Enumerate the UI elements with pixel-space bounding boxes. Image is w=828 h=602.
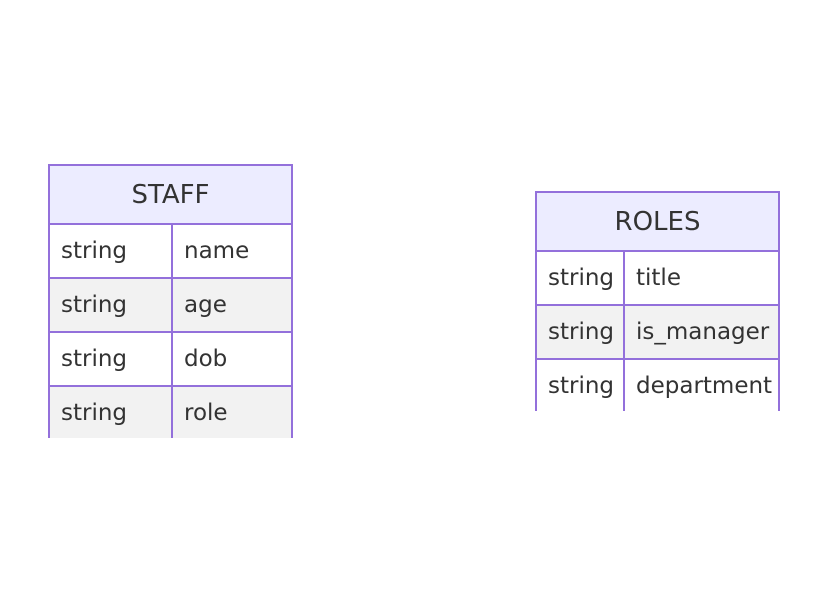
roles-attribute-row: string department (537, 360, 778, 411)
entity-roles-title: ROLES (537, 193, 778, 252)
roles-attribute-row: string title (537, 252, 778, 306)
attribute-type: string (537, 360, 625, 411)
attribute-name: is_manager (636, 319, 770, 345)
staff-attribute-row: string age (50, 279, 291, 333)
attribute-name: dob (184, 346, 228, 372)
entity-staff: STAFF string name string age string dob … (48, 164, 293, 438)
attribute-name: title (636, 265, 681, 291)
attribute-name: role (184, 399, 228, 426)
attribute-name: department (636, 372, 773, 399)
attribute-type: string (50, 279, 173, 331)
attribute-name: age (184, 292, 227, 318)
attribute-type: string (50, 387, 173, 438)
entity-staff-title: STAFF (50, 166, 291, 225)
attribute-type: string (537, 252, 625, 304)
attribute-type: string (50, 333, 173, 385)
attribute-name: name (184, 238, 250, 264)
staff-attribute-row: string name (50, 225, 291, 279)
roles-attribute-row: string is_manager (537, 306, 778, 360)
attribute-type: string (50, 225, 173, 277)
staff-attribute-row: string dob (50, 333, 291, 387)
staff-attribute-row: string role (50, 387, 291, 438)
entity-roles: ROLES string title string is_manager str… (535, 191, 780, 411)
attribute-type: string (537, 306, 625, 358)
